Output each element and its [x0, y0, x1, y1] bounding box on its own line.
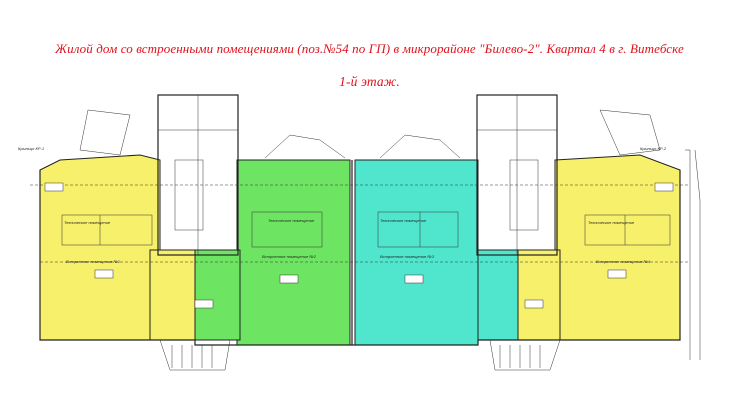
porch-label-left: Крыльцо КР-1	[18, 146, 44, 151]
premises-1-annex	[149, 249, 196, 341]
tech-room-label-1: Техническое помещение	[64, 220, 111, 225]
premises-2-fill	[236, 159, 351, 346]
tech-room-label-4: Техническое помещение	[588, 220, 635, 225]
floor-label: 1-й этаж.	[339, 74, 400, 89]
premises-4-annex	[517, 249, 561, 341]
tech-room-label-3: Техническое помещение	[380, 218, 427, 223]
room-label-2: Встроенное помещение №2	[262, 254, 317, 259]
tech-room-label-2: Техническое помещение	[268, 218, 315, 223]
room-label-3: Встроенное помещение №3	[380, 254, 435, 259]
premises-2-annex	[194, 249, 241, 341]
premises-3-fill	[354, 159, 479, 346]
room-label-1: Встроенное помещение №1	[66, 259, 120, 264]
porch-label-right: Крыльцо КР-2	[640, 146, 667, 151]
room-label-4: Встроенное помещение №4	[596, 259, 651, 264]
premises-3-annex	[477, 249, 519, 341]
plan-title: Жилой дом со встроенными помещениями (по…	[55, 41, 684, 56]
